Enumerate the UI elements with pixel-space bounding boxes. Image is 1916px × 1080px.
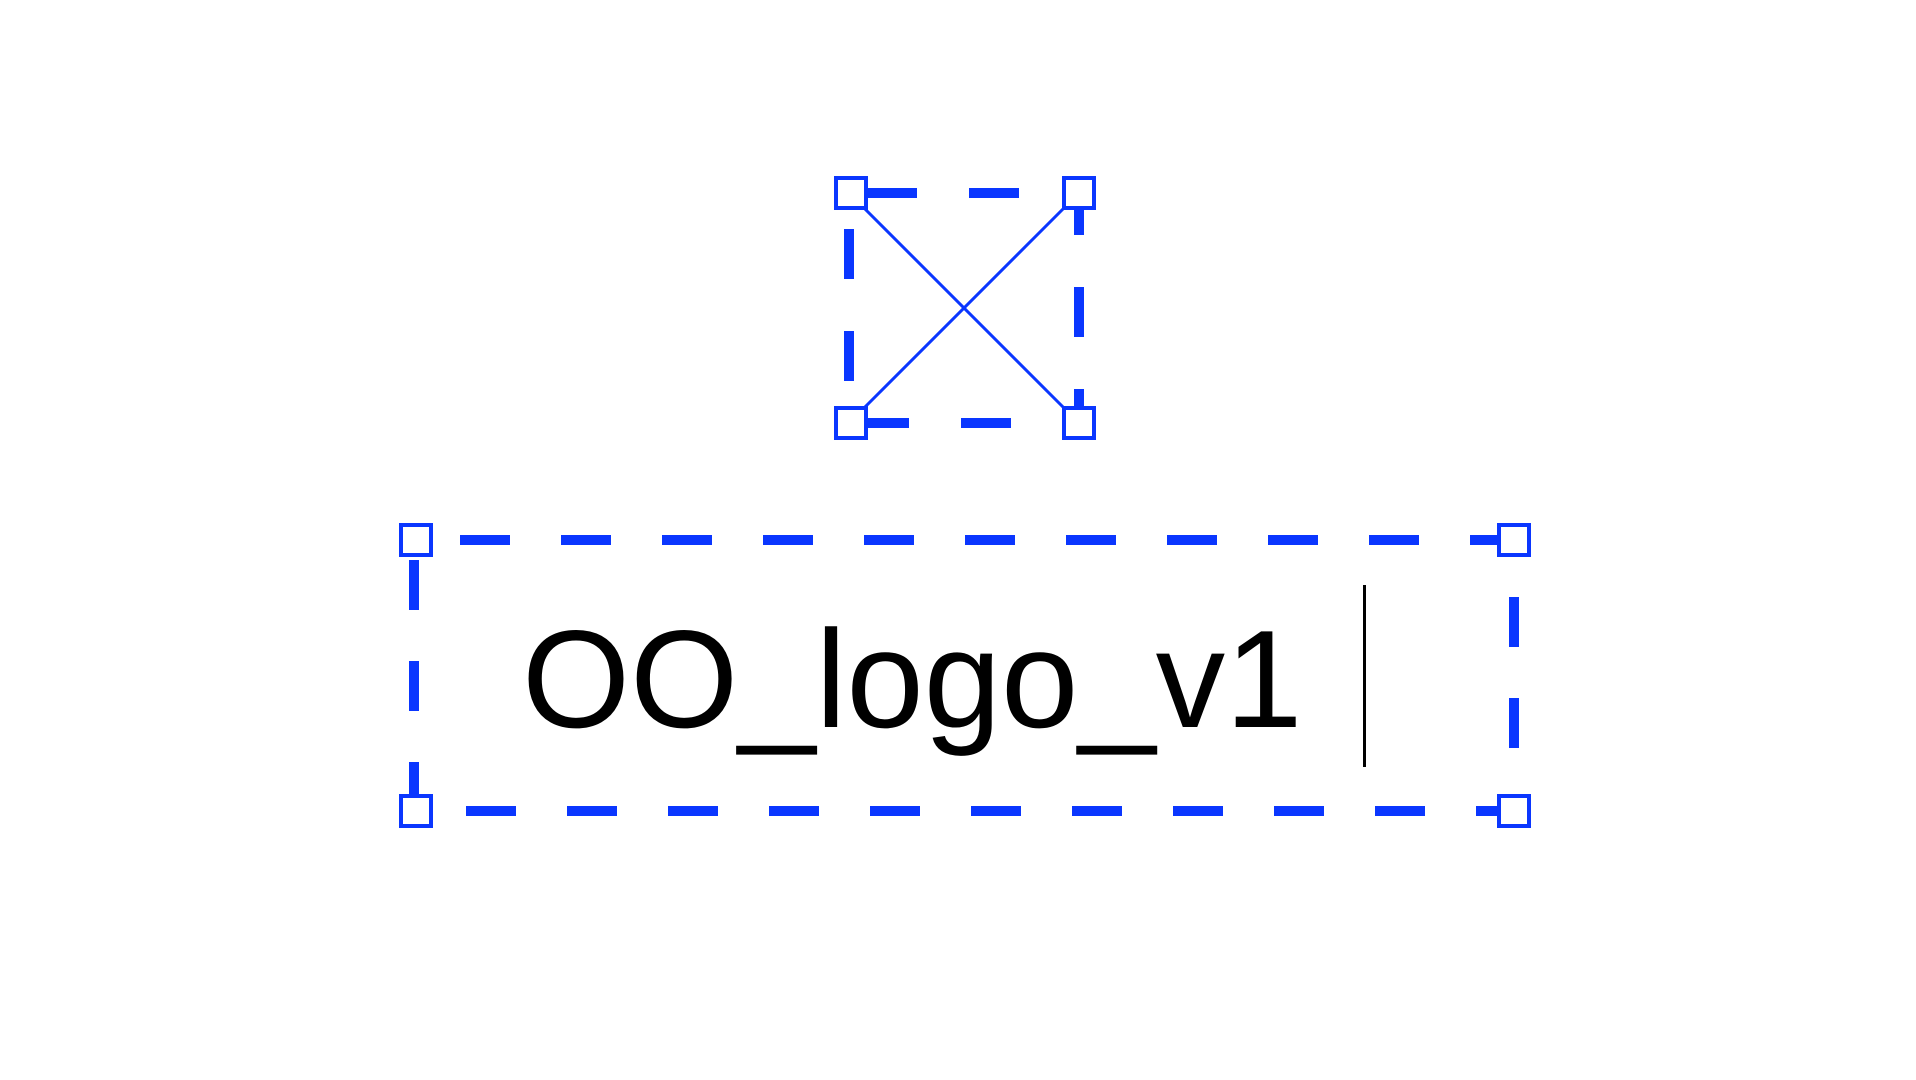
- text-frame-border: [409, 535, 1519, 816]
- text-frame-handle-top-right[interactable]: [1497, 523, 1531, 557]
- text-frame[interactable]: [399, 523, 1531, 828]
- image-frame-handle-bottom-left[interactable]: [834, 406, 868, 440]
- image-placeholder-cross-icon: [847, 191, 1081, 425]
- image-frame-handle-top-right[interactable]: [1062, 176, 1096, 210]
- text-frame-handle-bottom-left[interactable]: [399, 794, 433, 828]
- text-frame-handle-bottom-right[interactable]: [1497, 794, 1531, 828]
- text-frame-handle-top-left[interactable]: [399, 523, 433, 557]
- image-placeholder-frame[interactable]: [834, 176, 1096, 440]
- image-frame-handle-top-left[interactable]: [834, 176, 868, 210]
- text-cursor: [1363, 585, 1366, 767]
- image-placeholder-frame-border: [844, 188, 1084, 428]
- text-frame-content[interactable]: OO_logo_v1: [522, 602, 1303, 757]
- image-frame-handle-bottom-right[interactable]: [1062, 406, 1096, 440]
